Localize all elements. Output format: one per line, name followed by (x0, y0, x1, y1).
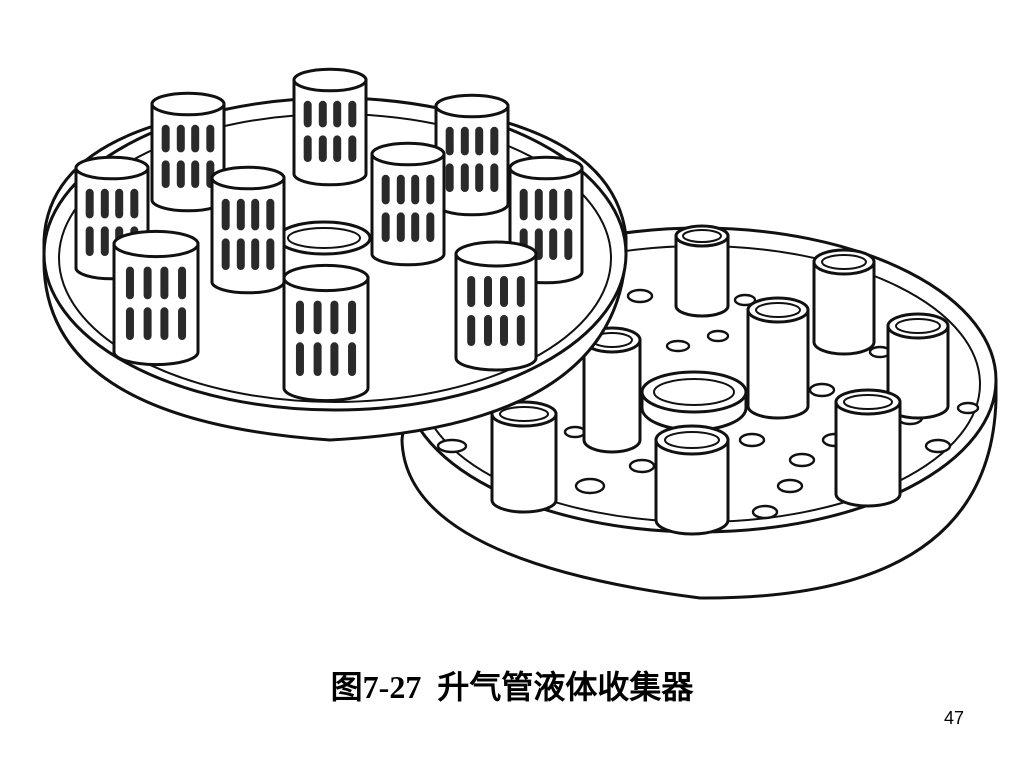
cap-slot (143, 307, 152, 340)
cap-slot (460, 126, 469, 156)
cap-slot (206, 124, 215, 153)
cap-slot (221, 238, 230, 270)
cap-slot (475, 126, 484, 156)
cap-slot (516, 276, 525, 307)
cap-slot (460, 163, 469, 192)
cap-slot (125, 266, 134, 300)
cap-slot (411, 212, 420, 242)
cap-slot (500, 315, 508, 346)
cap-slot (125, 307, 134, 340)
page-number: 47 (943, 708, 964, 728)
cap-slot (490, 126, 499, 156)
cap-slot (176, 160, 185, 188)
cap-slot (130, 188, 139, 219)
cap-slot (445, 126, 454, 156)
lower-tube (490, 400, 558, 514)
cap-slot (467, 315, 476, 346)
upper-center-ring (276, 220, 372, 256)
cap-slot (381, 212, 390, 242)
cap-slot (564, 228, 573, 260)
collector-illustration (42, 67, 998, 600)
lower-center-ring (640, 370, 748, 432)
cap-slot (143, 266, 152, 300)
lower-tube (654, 424, 730, 536)
cap-slot (333, 100, 342, 128)
cap-slot (396, 212, 405, 242)
cap-slot (484, 315, 492, 346)
cap-slot (161, 160, 170, 188)
cap-slot (396, 174, 405, 205)
cap-slot (313, 300, 322, 335)
cap-slot (160, 307, 169, 340)
cap-slot (318, 100, 327, 128)
cap-slot (161, 124, 170, 153)
cap-slot (178, 266, 187, 300)
cap-slot (519, 188, 528, 221)
cap-slot (85, 226, 94, 256)
cap-slot (191, 160, 200, 188)
cap-slot (251, 198, 260, 231)
cap-slot (295, 342, 304, 376)
cap-slot (549, 188, 558, 221)
cap-slot (303, 135, 312, 162)
cap-slot (484, 276, 492, 307)
cap-slot (303, 100, 312, 128)
cap-slot (426, 174, 435, 205)
cap-slot (348, 135, 357, 162)
slotted-cap (210, 165, 286, 295)
lower-tube (812, 248, 876, 356)
cap-slot (251, 238, 260, 270)
lower-tube (834, 388, 902, 508)
slotted-cap (74, 155, 150, 281)
cap-slot (236, 198, 245, 231)
cap-slot (333, 135, 342, 162)
cap-slot (178, 307, 187, 340)
cap-slot (445, 163, 454, 192)
cap-slot (160, 266, 169, 300)
cap-slot (411, 174, 420, 205)
slotted-cap (434, 93, 510, 217)
slotted-cap (454, 240, 538, 372)
cap-slot (313, 342, 322, 376)
cap-slot (100, 226, 109, 256)
cap-slot (318, 135, 327, 162)
cap-slot (176, 124, 185, 153)
slotted-cap (150, 91, 226, 213)
cap-slot (475, 163, 484, 192)
cap-slot (348, 342, 357, 376)
figure-caption: 图7-27 升气管液体收集器 (330, 669, 694, 705)
cap-slot (467, 276, 476, 307)
cap-slot (348, 300, 357, 335)
cap-slot (549, 228, 558, 260)
cap-slot (330, 342, 339, 376)
cap-slot (295, 300, 304, 335)
slotted-cap (370, 141, 446, 267)
lower-tube (746, 296, 810, 420)
cap-slot (330, 300, 339, 335)
cap-slot (236, 238, 245, 270)
cap-slot (500, 276, 508, 307)
cap-slot (100, 188, 109, 219)
cap-slot (115, 188, 124, 219)
cap-slot (266, 238, 275, 270)
slotted-cap (112, 229, 200, 367)
cap-slot (426, 212, 435, 242)
lower-tube (674, 224, 730, 318)
cap-slot (348, 100, 357, 128)
cap-slot (191, 124, 200, 153)
cap-slot (85, 188, 94, 219)
cap-slot (266, 198, 275, 231)
cap-slot (381, 174, 390, 205)
slotted-caps (74, 67, 584, 403)
cap-slot (516, 315, 525, 346)
cap-slot (490, 163, 499, 192)
cap-slot (534, 188, 543, 221)
slotted-cap (292, 67, 368, 187)
cap-slot (564, 188, 573, 221)
cap-slot (221, 198, 230, 231)
slotted-cap (282, 263, 370, 403)
